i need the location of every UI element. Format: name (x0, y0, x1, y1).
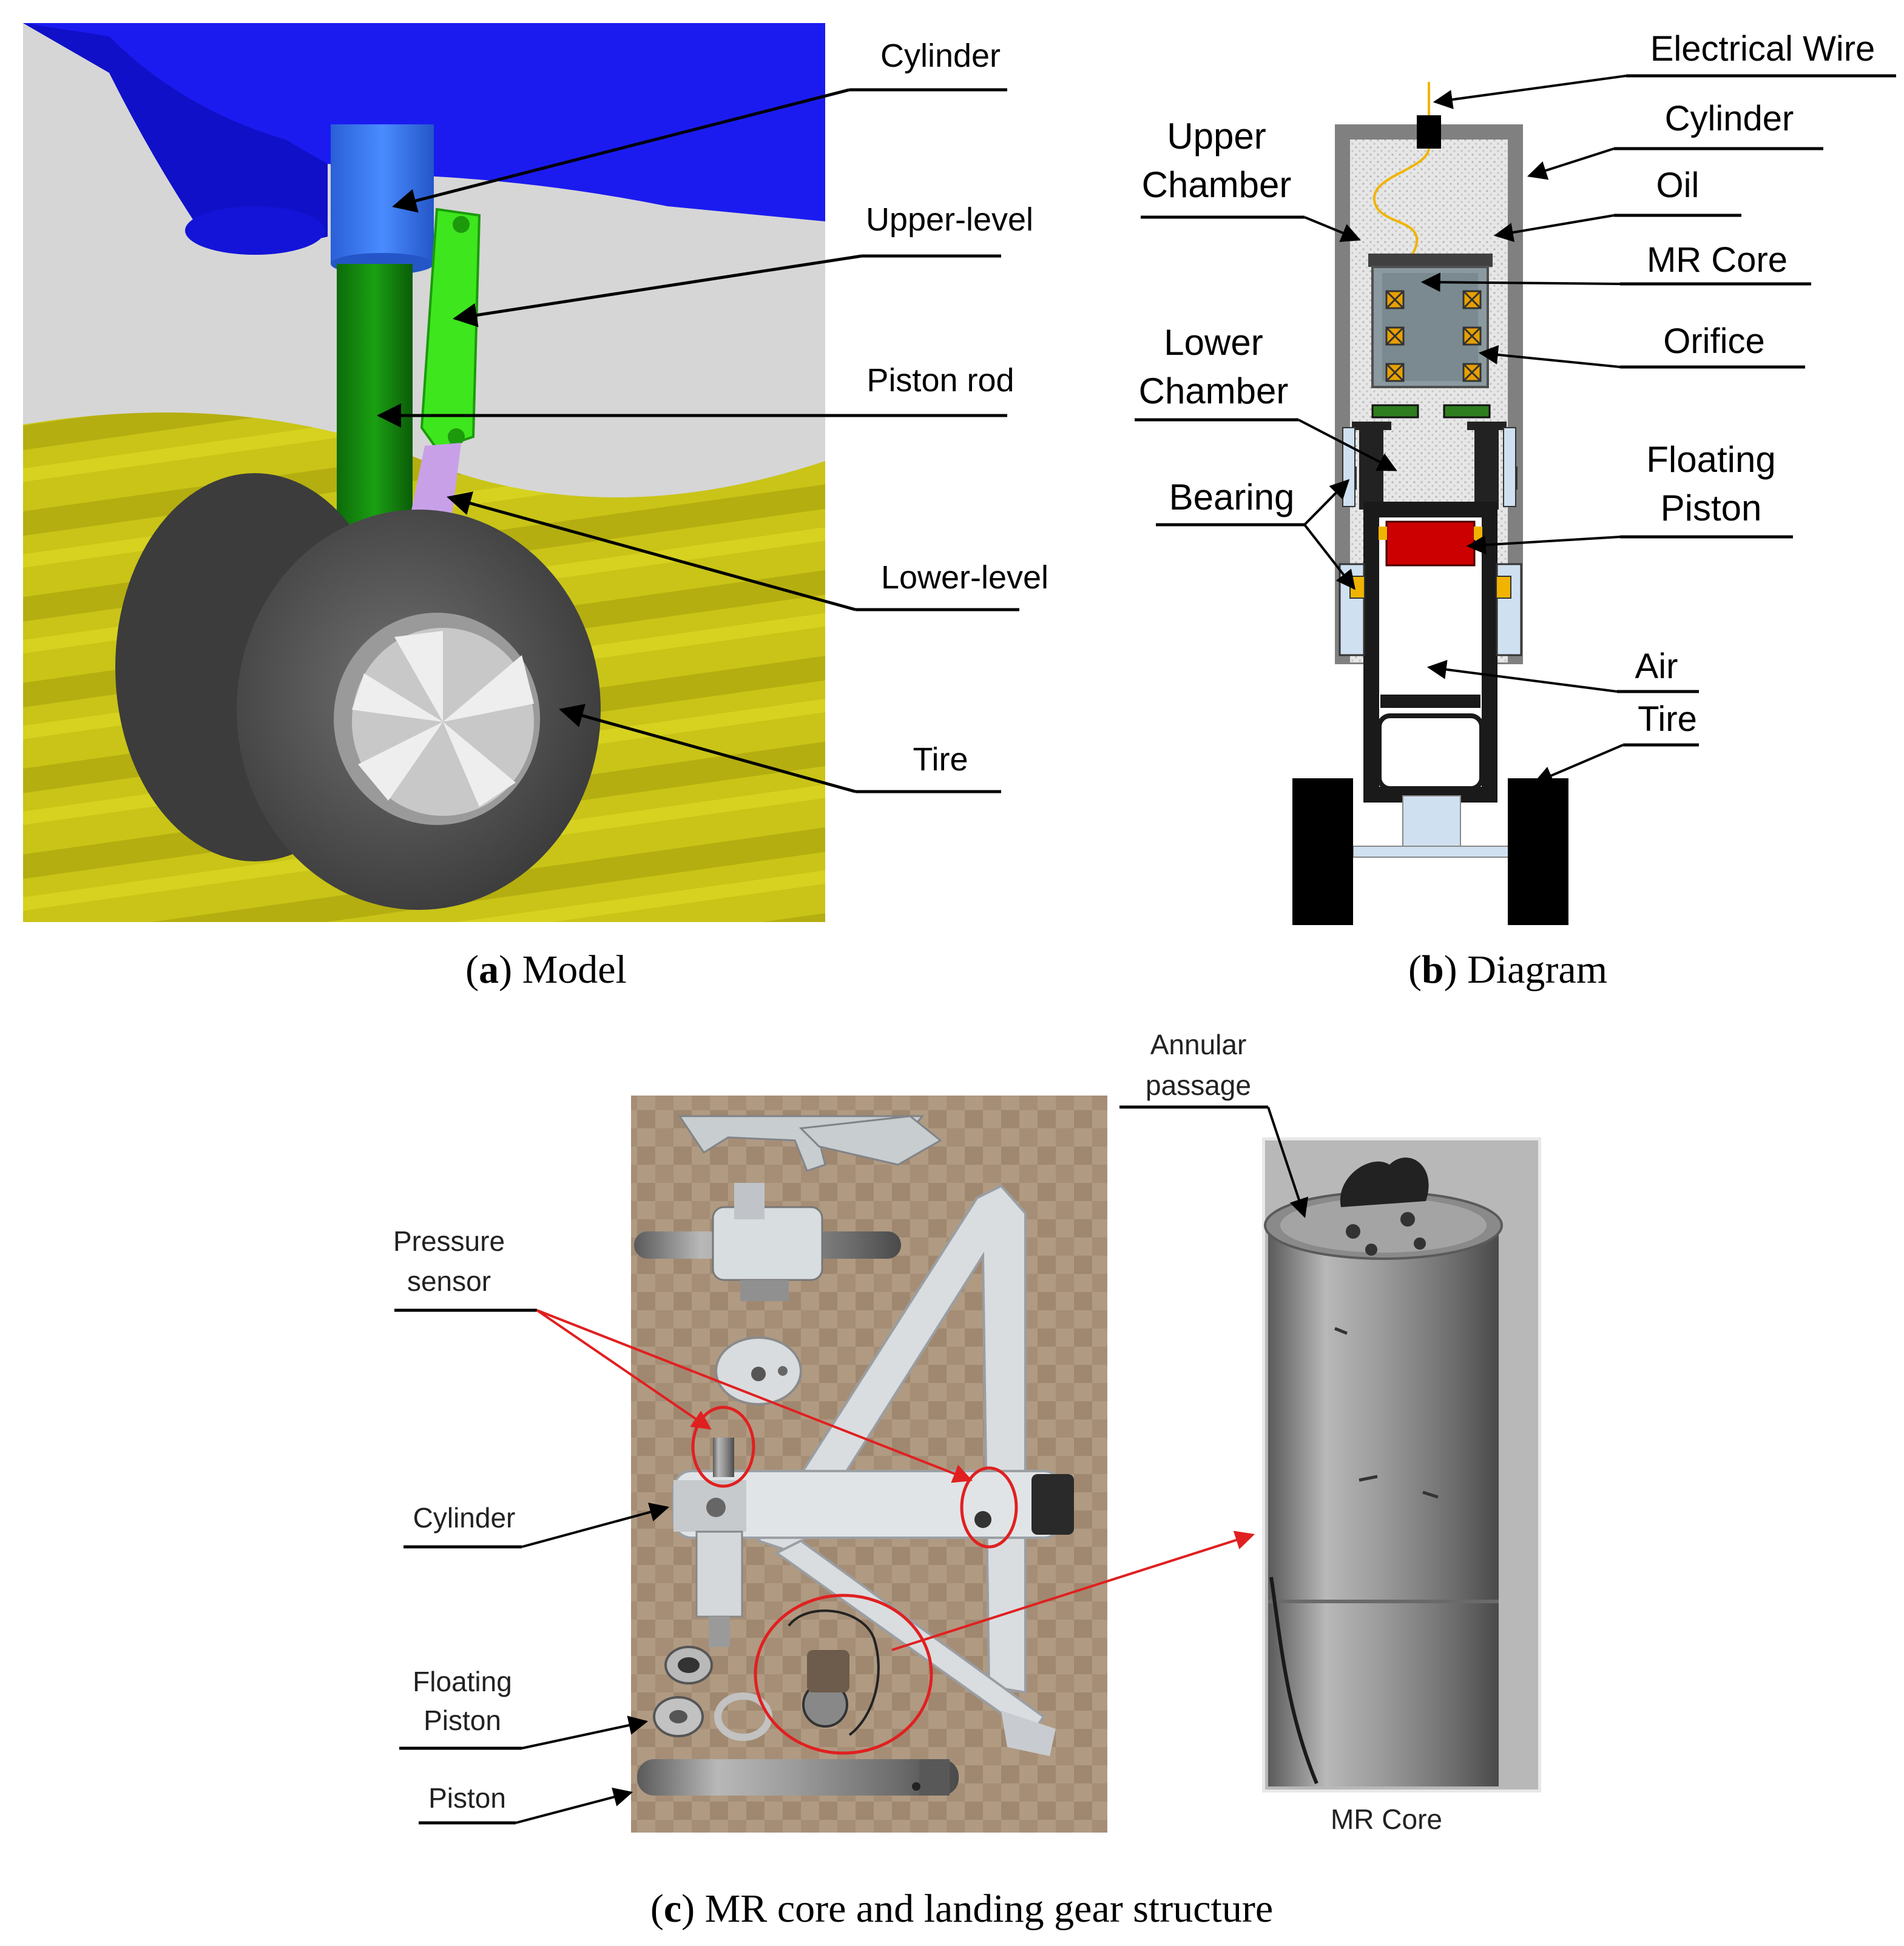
caption-a: (a) Model (465, 948, 627, 992)
caption-c: (c) MR core and landing gear structure (650, 1887, 1273, 1931)
label-b-upper: Upper (1167, 116, 1266, 157)
model-cylinder (331, 124, 434, 264)
label-b-cylinder: Cylinder (1665, 99, 1794, 138)
diagram-wheel-right (1508, 778, 1568, 925)
label-c-floating-1: Floating (413, 1666, 512, 1697)
arrow-b-orifice (1478, 345, 1621, 368)
strut-mount (185, 206, 325, 255)
diagram-wheel-left (1292, 778, 1353, 925)
label-b-floating-piston: Piston (1661, 488, 1762, 528)
diagram-inner-wall-left (1359, 425, 1383, 510)
arrow-c-annular (1267, 1106, 1309, 1219)
arrow-c-mr-core-zoom (891, 1530, 1255, 1651)
panel-c-photo-landing-gear (631, 1096, 1107, 1833)
arrow-a-cylinder (392, 88, 850, 213)
caption-b-text: Diagram (1467, 948, 1607, 992)
arrow-c-piston (515, 1787, 633, 1824)
label-b-floating: Floating (1646, 439, 1775, 480)
arrow-b-bearing-lower (1303, 524, 1355, 590)
label-c-annular-2: passage (1146, 1069, 1251, 1101)
diagram-wire-connector (1417, 115, 1441, 149)
arrow-c-cylinder (521, 1503, 670, 1548)
diagram-orifice-right (1443, 404, 1491, 419)
arrow-a-upper-level (453, 254, 862, 328)
label-c-cylinder: Cylinder (413, 1502, 516, 1534)
diagram-coils (1385, 290, 1482, 382)
caption-a-letter: a (479, 948, 499, 992)
highlight-mr-core (754, 1594, 933, 1755)
arrow-b-mr-core (1420, 272, 1621, 292)
label-c-mr-core: MR Core (1331, 1803, 1442, 1835)
label-a-tire: Tire (913, 741, 968, 778)
arrow-b-cylinder (1527, 147, 1615, 180)
caption-c-letter: c (664, 1887, 681, 1931)
diagram-inner-wall-right (1474, 425, 1499, 510)
label-c-floating-2: Piston (424, 1705, 501, 1736)
highlight-pressure-sensor (691, 1406, 755, 1488)
photo-mr-core-body (1268, 1225, 1499, 1786)
caption-a-text: Model (522, 948, 627, 992)
label-c-pressure-1: Pressure (393, 1225, 505, 1257)
arrow-c-pressure-1 (536, 1309, 712, 1430)
label-b-upper-chamber: Chamber (1142, 164, 1292, 205)
panel-b-diagram (1292, 82, 1568, 925)
diagram-bearing-lower-right (1496, 576, 1511, 599)
label-b-mr-core: MR Core (1647, 240, 1788, 280)
diagram-orifice-left (1371, 404, 1419, 419)
label-b-electrical-wire: Electrical Wire (1650, 29, 1875, 69)
label-a-upper-level: Upper-level (866, 201, 1033, 238)
label-b-bearing: Bearing (1169, 477, 1295, 517)
label-b-orifice: Orifice (1663, 322, 1765, 361)
panel-c-labels: Annular passage Pressure sensor Cylinder… (393, 1029, 1442, 1835)
label-c-piston: Piston (428, 1782, 506, 1814)
label-b-air: Air (1635, 647, 1678, 686)
arrow-b-upper-chamber (1304, 216, 1361, 242)
label-b-tire: Tire (1638, 699, 1697, 739)
panel-a-labels: Cylinder Upper-level Piston rod Lower-le… (377, 38, 1048, 793)
label-a-lower-level: Lower-level (881, 559, 1048, 596)
label-a-cylinder: Cylinder (880, 38, 1001, 74)
panel-c-photo-mr-core (1262, 1137, 1541, 1793)
arrow-b-air (1426, 659, 1618, 693)
arrow-b-electrical-wire (1433, 75, 1627, 109)
label-b-oil: Oil (1656, 166, 1700, 205)
photo-pressure-sensor-port (974, 1511, 991, 1528)
caption-b-letter: b (1422, 948, 1444, 992)
label-c-pressure-2: sensor (407, 1265, 491, 1297)
photo-a-frame (756, 1184, 1027, 1694)
label-b-lower: Lower (1164, 322, 1263, 363)
caption-b: (b) Diagram (1408, 948, 1607, 992)
arrow-b-lower-chamber (1298, 419, 1397, 471)
arrow-b-floating-piston (1466, 535, 1621, 555)
arrow-a-lower-level (447, 491, 856, 611)
label-a-piston-rod: Piston rod (866, 362, 1014, 399)
panel-a-model (23, 23, 825, 922)
panel-b-labels: Electrical Wire Cylinder Upper Chamber O… (1135, 29, 1896, 785)
diagram-axle (1352, 846, 1511, 858)
highlight-sensor-port (960, 1466, 1018, 1549)
arrow-b-bearing-upper (1303, 479, 1350, 526)
fuselage-shadow (23, 23, 328, 244)
label-b-lower-chamber: Chamber (1139, 371, 1289, 411)
photo-piston (637, 1759, 959, 1796)
arrow-b-oil (1493, 214, 1615, 242)
arrow-a-tire (559, 704, 856, 793)
model-piston-rod (337, 264, 413, 531)
arrow-c-pressure-2 (536, 1309, 973, 1483)
arrow-b-tire (1533, 744, 1624, 785)
diagram-floating-piston (1385, 520, 1476, 567)
photo-pressure-sensor (713, 1438, 734, 1477)
caption-c-text: MR core and landing gear structure (705, 1887, 1274, 1931)
label-c-annular-1: Annular (1150, 1029, 1247, 1060)
arrow-c-floating-piston (521, 1715, 649, 1749)
